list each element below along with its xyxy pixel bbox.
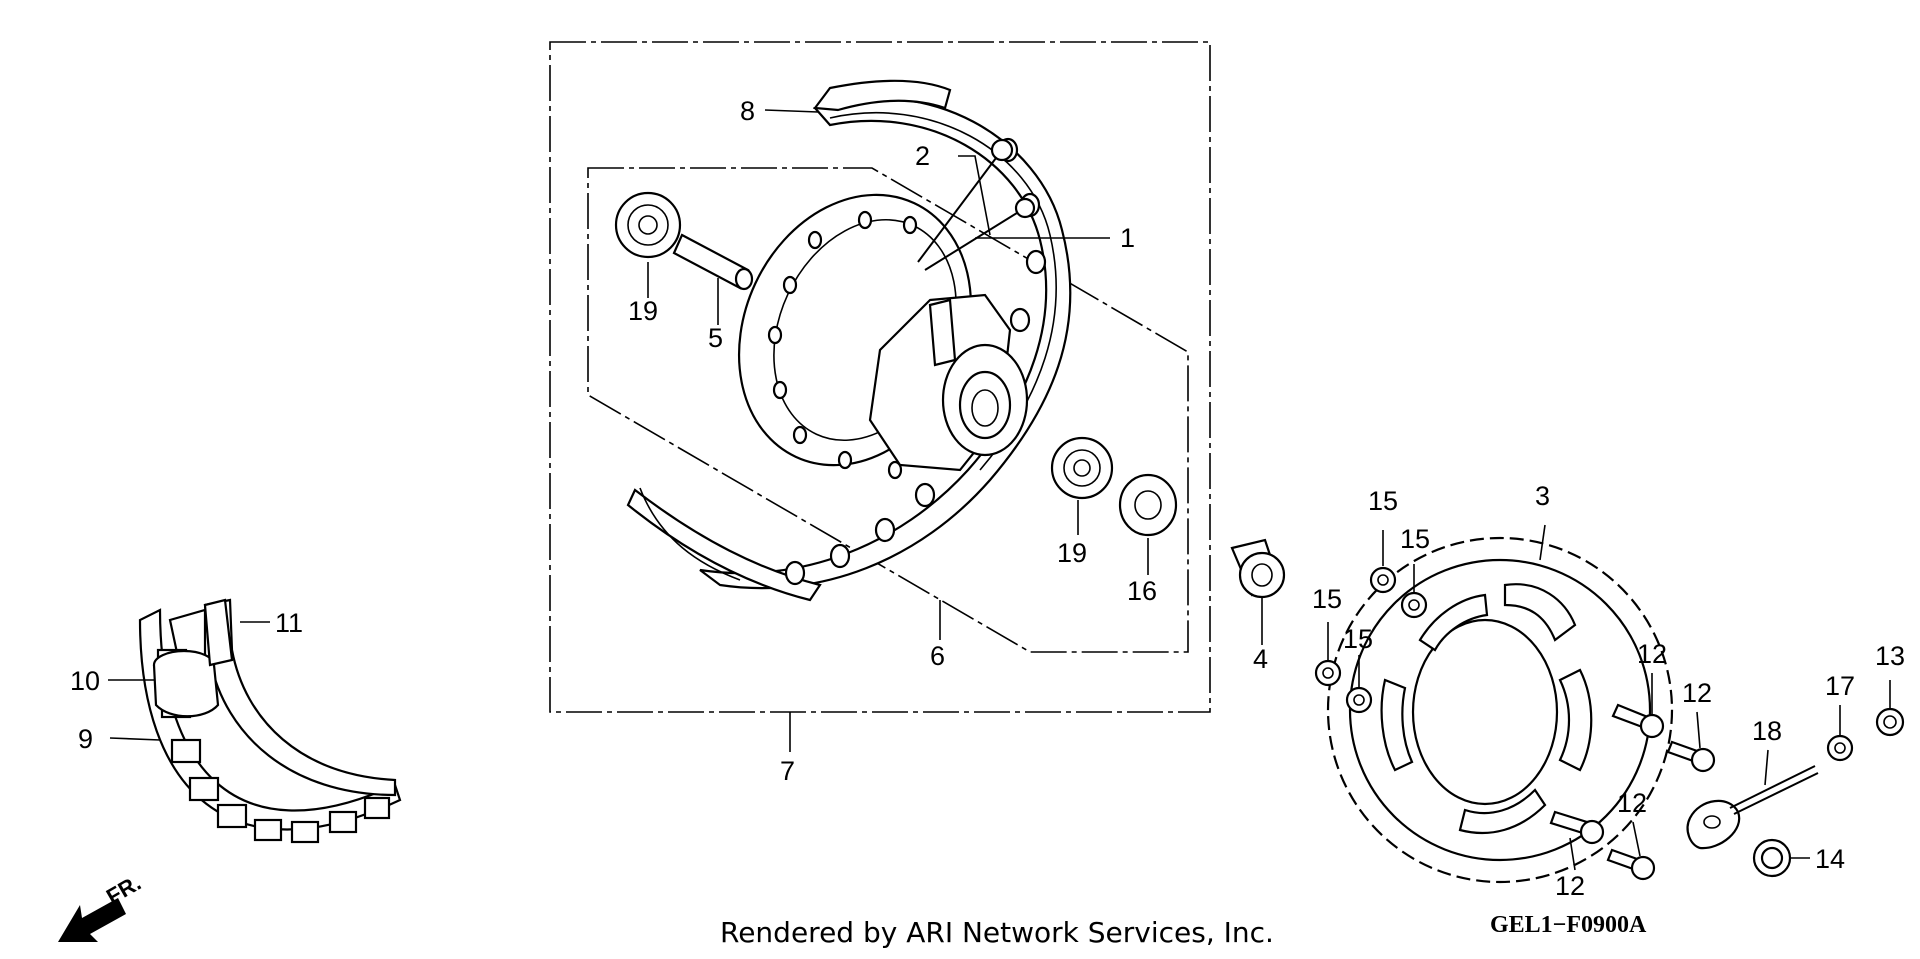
callout-15-b: 15 — [1400, 524, 1430, 554]
hub-subassembly-frame — [587, 167, 1189, 653]
callout-15-d: 15 — [1343, 624, 1373, 654]
callout-18: 18 — [1752, 716, 1782, 746]
lock-nut — [1875, 707, 1905, 737]
callout-5: 5 — [708, 323, 723, 353]
bolts-12 — [1549, 703, 1716, 881]
leader-lines — [108, 109, 1891, 871]
spokes — [917, 138, 1036, 271]
render-credit: Rendered by ARI Network Services, Inc. — [720, 916, 1274, 949]
callout-19-right: 19 — [1057, 538, 1087, 568]
callout-14: 14 — [1815, 844, 1845, 874]
callout-1: 1 — [1120, 223, 1135, 253]
callout-15-c: 15 — [1312, 584, 1342, 614]
inner-tube — [152, 649, 220, 718]
wheel-hub — [737, 193, 1029, 480]
callout-16: 16 — [1127, 576, 1157, 606]
callout-10: 10 — [70, 666, 100, 696]
callout-13: 13 — [1875, 641, 1905, 671]
front-direction-arrow: FR. — [58, 870, 145, 942]
callout-12-b: 12 — [1682, 678, 1712, 708]
callout-2: 2 — [915, 141, 930, 171]
callout-12-a: 12 — [1637, 639, 1667, 669]
dust-seal — [1118, 473, 1178, 537]
callout-15-a: 15 — [1368, 486, 1398, 516]
callout-11: 11 — [275, 608, 303, 638]
callout-3: 3 — [1535, 481, 1550, 511]
diagram-code: GEL1−F0900A — [1490, 912, 1647, 938]
rim-band — [203, 598, 234, 667]
flange-nut — [1752, 838, 1792, 878]
driven-sprocket — [1326, 536, 1674, 884]
chain-adjuster — [1686, 765, 1819, 850]
callout-6: 6 — [930, 641, 945, 671]
callout-12-c: 12 — [1617, 788, 1647, 818]
bearing-left — [614, 191, 682, 259]
callout-4: 4 — [1253, 644, 1268, 674]
callout-9: 9 — [78, 724, 93, 754]
bearing-right — [1050, 436, 1114, 500]
adjusting-nut — [1826, 734, 1854, 762]
callout-7: 7 — [780, 756, 795, 786]
callout-19-left: 19 — [628, 296, 658, 326]
nuts-15 — [1314, 566, 1428, 714]
side-collar — [1230, 538, 1286, 599]
callout-8: 8 — [740, 96, 755, 126]
callout-12-d: 12 — [1555, 871, 1585, 901]
callouts: 8 2 1 19 5 19 16 6 7 4 3 15 15 15 15 12 … — [70, 96, 1905, 901]
callout-17: 17 — [1825, 671, 1855, 701]
distance-collar — [672, 233, 754, 291]
tire — [138, 598, 402, 844]
assembly-frame — [549, 41, 1211, 713]
